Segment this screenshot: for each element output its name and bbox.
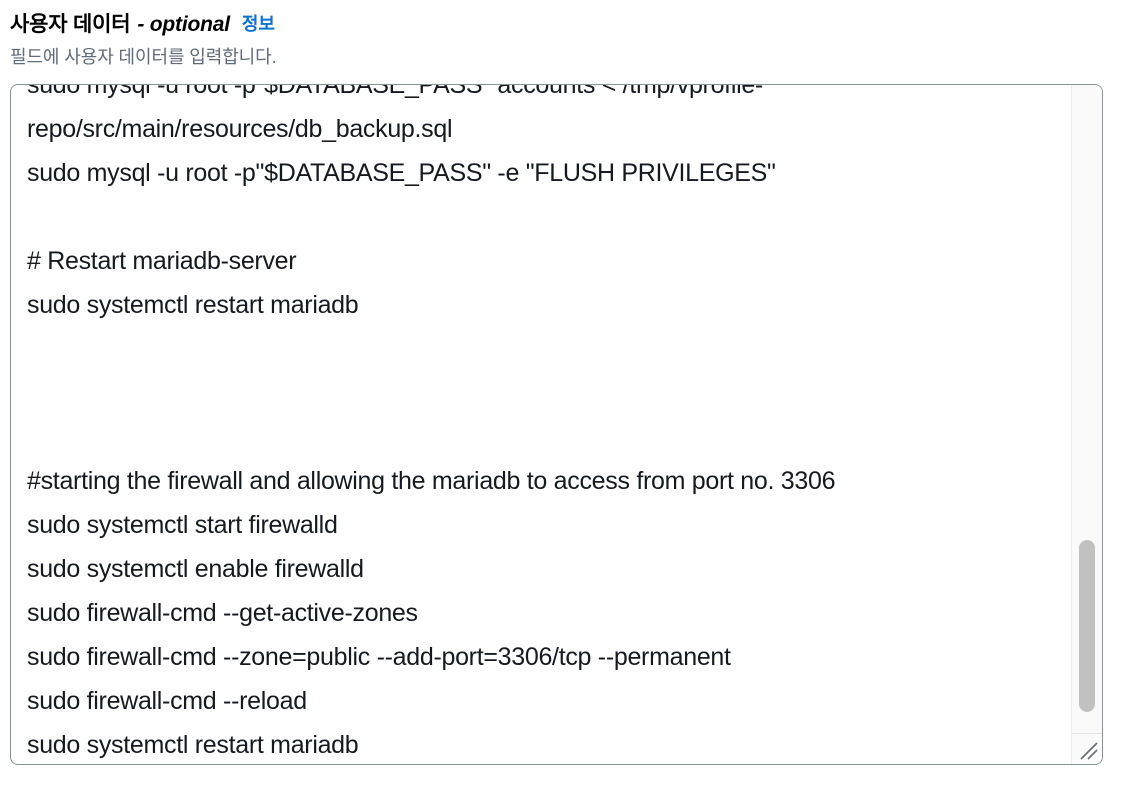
textarea-line: sudo systemctl start firewalld [27, 511, 338, 539]
field-label-row: 사용자 데이터 - optional 정보 [10, 0, 1118, 38]
textarea-line [27, 327, 1071, 371]
textarea-scrollbar[interactable] [1071, 85, 1102, 733]
field-description: 필드에 사용자 데이터를 입력합니다. [10, 47, 277, 67]
textarea-value[interactable]: sudo mysql -u root -p"$DATABASE_PASS" ac… [27, 85, 1071, 764]
textarea-line: sudo systemctl enable firewalld [27, 555, 364, 583]
textarea-line: sudo systemctl restart mariadb [27, 731, 359, 759]
textarea-line [27, 415, 1071, 459]
field-label: 사용자 데이터 [10, 13, 131, 36]
textarea-line [27, 371, 1071, 415]
textarea-viewport[interactable]: sudo mysql -u root -p"$DATABASE_PASS" ac… [11, 85, 1071, 764]
textarea-line: sudo mysql -u root -p"$DATABASE_PASS" -e… [27, 159, 776, 187]
scrollbar-thumb[interactable] [1079, 540, 1095, 712]
field-optional-indicator: - optional [137, 13, 230, 36]
form-field-header: 사용자 데이터 - optional 정보 필드에 사용자 데이터를 입력합니다… [10, 0, 1118, 69]
textarea-line: # Restart mariadb-server [27, 247, 297, 275]
textarea-line: #starting the firewall and allowing the … [27, 467, 836, 495]
textarea-line: sudo firewall-cmd --reload [27, 687, 307, 715]
textarea-line: repo/src/main/resources/db_backup.sql [27, 115, 453, 143]
textarea-line: sudo firewall-cmd --get-active-zones [27, 599, 418, 627]
resize-grip-icon [1080, 742, 1098, 760]
textarea-resize-grip[interactable] [1071, 733, 1102, 764]
info-link[interactable]: 정보 [241, 14, 275, 34]
textarea-line: sudo firewall-cmd --zone=public --add-po… [27, 643, 731, 671]
textarea-line: sudo mysql -u root -p"$DATABASE_PASS" ac… [27, 85, 763, 99]
user-data-textarea[interactable]: sudo mysql -u root -p"$DATABASE_PASS" ac… [10, 84, 1103, 765]
textarea-line: sudo systemctl restart mariadb [27, 291, 359, 319]
textarea-line [27, 195, 1071, 239]
